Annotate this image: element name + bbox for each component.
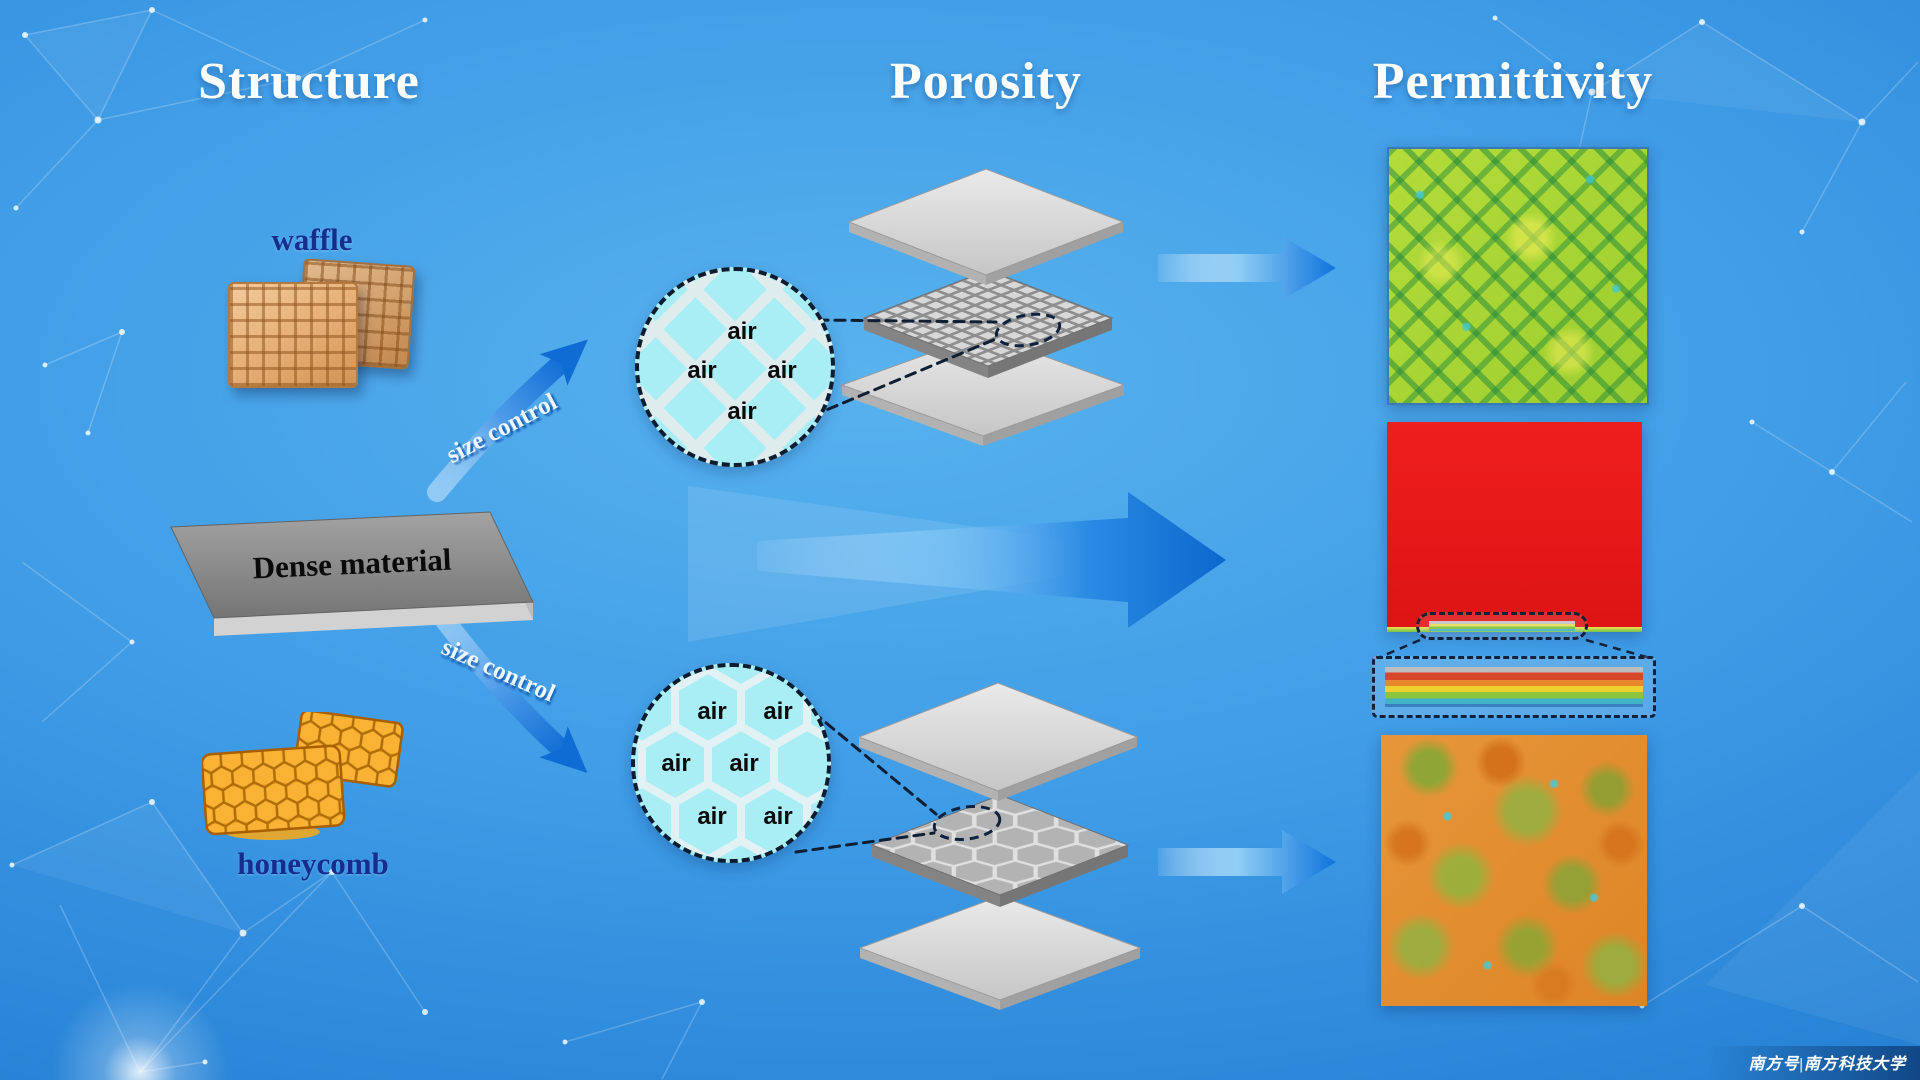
air-label: air (697, 803, 727, 830)
flow-arrow-main (757, 492, 1226, 628)
zoom-ellipse-top (994, 312, 1062, 348)
zoom-ellipse-bottom (932, 805, 1002, 841)
air-label: air (763, 803, 793, 830)
header-porosity: Porosity (890, 53, 1082, 110)
flow-arrow-bottom (1158, 830, 1336, 894)
zoom-connector-top (810, 318, 1000, 418)
header-structure: Structure (198, 53, 420, 110)
header-permittivity: Permittivity (1372, 53, 1654, 110)
bracket-connector (1377, 638, 1651, 660)
honeycomb-image (200, 709, 412, 842)
curved-arrow-bottom (427, 600, 588, 774)
honeycomb-stack (794, 682, 1142, 1010)
waffle-stack-bottom-plate (840, 333, 1126, 446)
honeycomb-porosity-inset: air air air air air air (631, 663, 831, 863)
permittivity-map-honeycomb (1381, 735, 1647, 1006)
waffle-stack-middle-layer (862, 269, 1114, 378)
curved-arrow-top (427, 339, 588, 502)
dense-material-plate (170, 511, 534, 636)
waffle-porosity-inset: air air air air (635, 267, 835, 467)
edge-mini-strip (1429, 621, 1575, 631)
honeycomb-chunk-front (200, 744, 346, 836)
air-label: air (727, 398, 757, 425)
waffle-stack-top-plate (847, 168, 1125, 285)
waffle-stack (810, 168, 1126, 446)
waffle-image (228, 258, 418, 390)
air-label: air (727, 318, 757, 345)
honeycomb-stack-middle-layer (870, 794, 1130, 907)
air-label: air (687, 357, 717, 384)
air-label: air (763, 698, 793, 725)
waffle-block-front (228, 282, 358, 388)
watermark: 南方号|南方科技大学 (1708, 1046, 1920, 1080)
air-label: air (729, 750, 759, 777)
air-label: air (661, 750, 691, 777)
edge-zoom-bracket (1416, 612, 1588, 640)
honeycomb-inset-pattern (635, 667, 827, 859)
permittivity-map-dense (1387, 422, 1642, 632)
air-label: air (697, 698, 727, 725)
honeycomb-stack-top-plate (857, 682, 1139, 801)
permittivity-zoom-box (1372, 656, 1656, 718)
permittivity-map-waffle (1387, 147, 1649, 405)
permittivity-zoom-strip (1385, 667, 1643, 707)
honeycomb-stack-bottom-plate (858, 895, 1142, 1010)
air-label: air (767, 357, 797, 384)
honeycomb-label: honeycomb (237, 846, 389, 881)
flow-arrow-top (1158, 236, 1336, 300)
waffle-label: waffle (271, 222, 353, 257)
